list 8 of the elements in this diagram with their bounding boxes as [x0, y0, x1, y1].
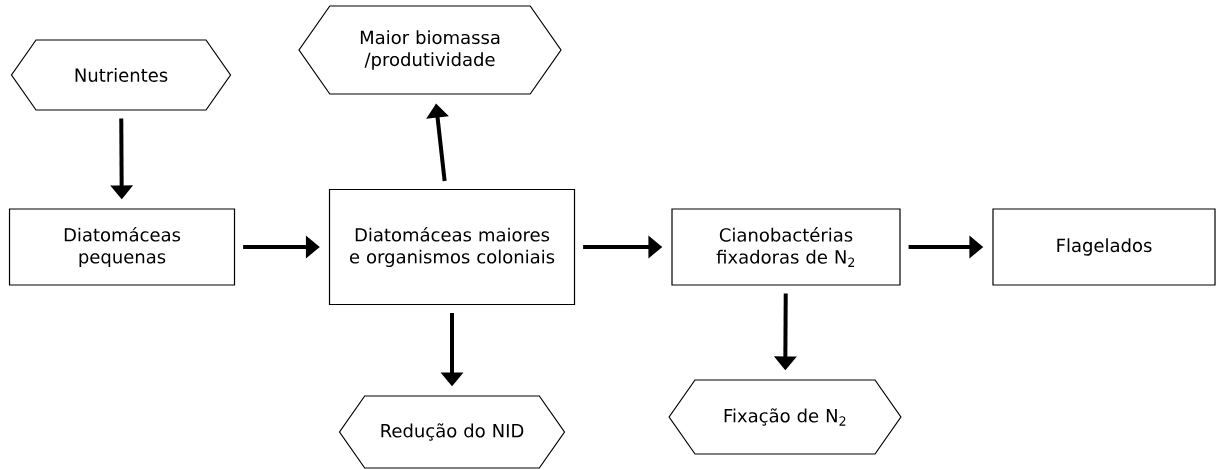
- hexagon-node: Nutrientes: [10, 39, 232, 111]
- process-box: Diatomáceas maiores e organismos coloniais: [328, 188, 576, 306]
- process-box: Diatomáceas pequenas: [8, 208, 236, 286]
- process-box: Cianobactérias fixadoras de N$_{2}$: [671, 208, 901, 286]
- hexagon-node: Redução do NID: [338, 395, 566, 469]
- hexagon-node: Fixação de N$_{2}$: [668, 379, 902, 455]
- hexagon-node: Maior biomassa /produtividade: [298, 5, 562, 95]
- process-box: Flagelados: [992, 208, 1216, 286]
